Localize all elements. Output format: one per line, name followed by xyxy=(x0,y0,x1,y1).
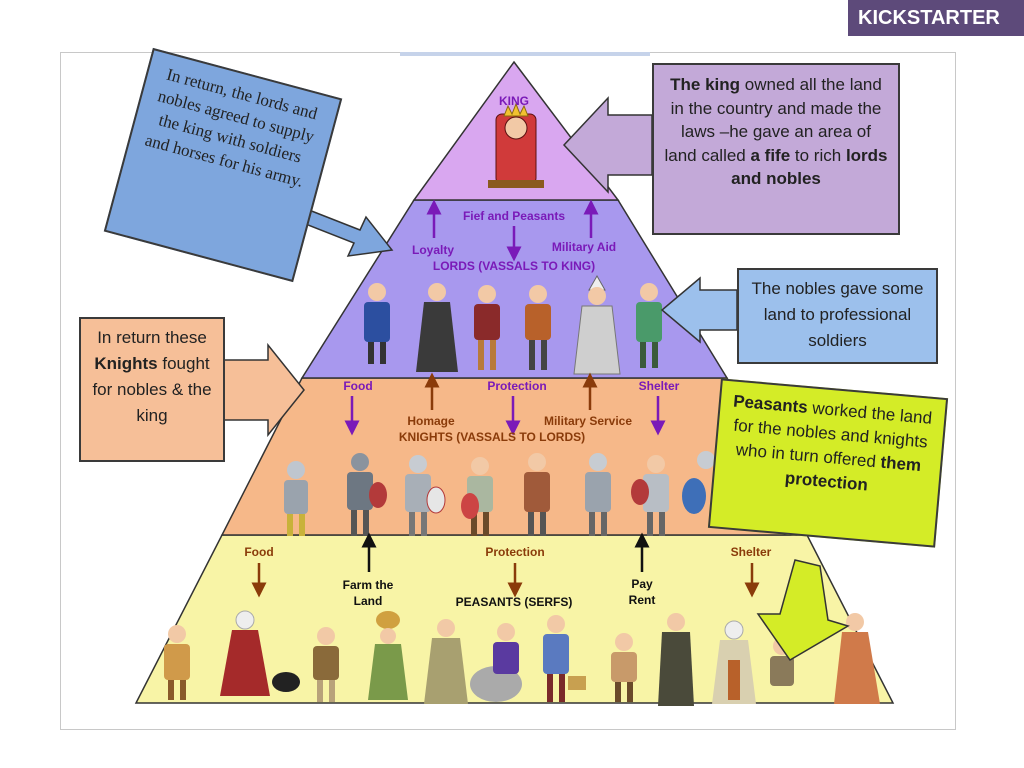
food-label-2: Food xyxy=(244,545,273,559)
king-text-4: to rich xyxy=(790,145,846,165)
king-text-2: owned all the land in the country and ma… xyxy=(664,75,882,165)
farm-label-line1: Farm the xyxy=(343,578,394,592)
shelter-label-1: Shelter xyxy=(639,379,680,393)
loyalty-label: Loyalty xyxy=(412,243,454,257)
shelter-label-2: Shelter xyxy=(731,545,772,559)
king-text-3: a fife xyxy=(750,145,791,165)
farm-label-line2: Land xyxy=(354,594,383,608)
callout-king: The king owned all the land in the count… xyxy=(652,63,900,235)
food-label-1: Food xyxy=(343,379,372,393)
peasants-figures xyxy=(164,610,880,706)
king-figure xyxy=(488,102,544,188)
callout-arrow-king xyxy=(562,96,653,194)
knights-text-1: In return these xyxy=(97,328,207,347)
fief-peasants-label: Fief and Peasants xyxy=(463,209,565,223)
nobles-gave-text: The nobles gave some land to professiona… xyxy=(751,279,924,350)
knights-text-2: Knights xyxy=(94,354,158,373)
military-aid-label: Military Aid xyxy=(552,240,616,254)
callout-arrow-knights xyxy=(223,342,305,438)
knights-figures xyxy=(284,451,715,536)
callout-arrow-peasants xyxy=(756,559,850,661)
king-text-1: The king xyxy=(670,75,741,94)
knights-label: KNIGHTS (VASSALS TO LORDS) xyxy=(399,430,585,444)
king-label: KING xyxy=(499,94,529,108)
homage-label: Homage xyxy=(407,414,455,428)
kickstarter-label: KICKSTARTER xyxy=(858,7,1000,29)
peasants-text-1: Peasants xyxy=(732,391,809,417)
callout-peasants: Peasants worked the land for the nobles … xyxy=(707,378,949,548)
military-service-label: Military Service xyxy=(544,414,632,428)
lords-label: LORDS (VASSALS TO KING) xyxy=(433,259,595,273)
lords-figures xyxy=(364,274,662,375)
knights-text-3: fought for nobles & the king xyxy=(92,354,212,425)
frame-accent-bar xyxy=(400,52,650,56)
pay-label-line1: Pay xyxy=(631,577,653,591)
peasants-label: PEASANTS (SERFS) xyxy=(456,595,573,609)
protection-label-2: Protection xyxy=(485,545,544,559)
callout-arrow-nobles xyxy=(660,276,738,344)
callout-knights: In return these Knights fought for noble… xyxy=(79,317,225,462)
callout-nobles-gave: The nobles gave some land to professiona… xyxy=(737,268,938,364)
pay-label-line2: Rent xyxy=(629,593,656,607)
king-text-5: lords and nobles xyxy=(731,145,888,189)
protection-label-1: Protection xyxy=(487,379,546,393)
kickstarter-banner: KICKSTARTER xyxy=(848,0,1024,36)
